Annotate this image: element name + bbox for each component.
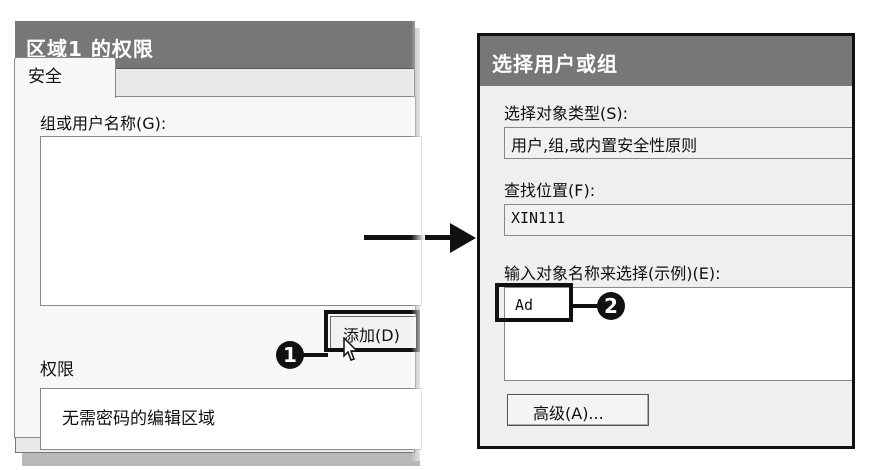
location-label: 查找位置(F): bbox=[504, 181, 596, 200]
object-name-input[interactable]: Ad bbox=[504, 287, 852, 381]
location-field: XIN111 bbox=[504, 204, 852, 236]
select-users-titlebar: 选择用户或组 bbox=[480, 36, 852, 86]
tab-security-label: 安全 bbox=[28, 67, 62, 87]
highlight-box-add bbox=[324, 310, 420, 352]
callout-1-connector bbox=[302, 353, 328, 357]
object-type-value: 用户,组,或内置安全性原则 bbox=[511, 136, 698, 155]
mouse-cursor-icon bbox=[343, 337, 359, 361]
object-type-field: 用户,组,或内置安全性原则 bbox=[504, 127, 852, 159]
permission-list-item[interactable]: 无需密码的编辑区域 bbox=[62, 409, 215, 429]
tab-security[interactable]: 安全 bbox=[14, 57, 116, 98]
object-name-input-label: 输入对象名称来选择(示例)(E): bbox=[504, 264, 721, 283]
add-button-label: 添加(D) bbox=[343, 326, 400, 345]
callout-2-badge: 2 bbox=[597, 292, 625, 320]
group-user-list[interactable] bbox=[40, 136, 422, 306]
permissions-label: 权限 bbox=[40, 360, 74, 380]
select-users-dialog: 选择用户或组 选择对象类型(S): 用户,组,或内置安全性原则 查找位置(F):… bbox=[477, 33, 855, 449]
highlight-box-input bbox=[495, 283, 573, 322]
advanced-button-label: 高级(A)... bbox=[533, 404, 604, 423]
object-type-label: 选择对象类型(S): bbox=[504, 104, 629, 123]
group-user-names-label: 组或用户名称(G): bbox=[40, 114, 167, 133]
location-value: XIN111 bbox=[511, 209, 566, 227]
transition-arrow-line bbox=[364, 235, 454, 240]
permissions-list[interactable] bbox=[40, 388, 422, 450]
callout-1-badge: 1 bbox=[276, 341, 304, 369]
left-dialog-fade-edge bbox=[411, 21, 425, 461]
callout-2-connector bbox=[572, 304, 599, 308]
advanced-button[interactable]: 高级(A)... bbox=[507, 394, 649, 426]
select-users-dialog-title: 选择用户或组 bbox=[492, 52, 618, 76]
object-name-input-value: Ad bbox=[515, 296, 534, 314]
arrow-right-icon bbox=[450, 223, 476, 253]
